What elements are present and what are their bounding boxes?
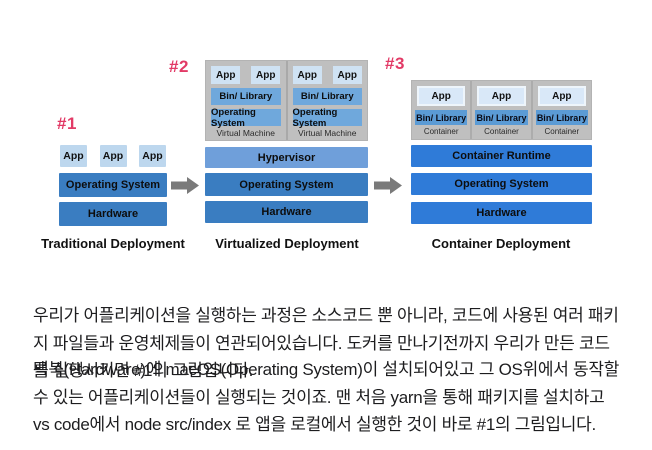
virtual-machine-label: Virtual Machine	[216, 128, 275, 138]
os-bar: Operating System	[59, 173, 167, 197]
os-bar: Operating System	[205, 173, 368, 196]
bin-library-bar: Bin/ Library	[292, 88, 362, 105]
diagram-marker-3: #3	[385, 54, 405, 73]
virtualized-deployment-title: Virtualized Deployment	[215, 236, 359, 251]
diagram-marker-2: #2	[169, 57, 189, 76]
container-deployment-title: Container Deployment	[431, 236, 571, 251]
app-box: App	[211, 66, 241, 84]
right-arrow-icon	[171, 177, 199, 194]
paragraph-1: 우리가 어플리케이션을 실행하는 과정은 소스코드 뿐 아니라, 코드에 사용된…	[33, 306, 619, 380]
bin-library-bar: Bin/ Library	[211, 88, 281, 105]
app-box: App	[332, 66, 362, 84]
container: App Bin/ Library Container	[412, 81, 470, 139]
container-runtime-bar: Container Runtime	[411, 145, 592, 167]
traditional-deployment-title: Traditional Deployment	[41, 236, 185, 251]
vm-apps-row: App App	[206, 66, 286, 84]
vm-apps-row: App App	[288, 66, 368, 84]
hypervisor-bar: Hypervisor	[205, 147, 368, 168]
container-group-box: App Bin/ Library Container App Bin/ Libr…	[411, 80, 592, 140]
os-bar: Operating System	[411, 173, 592, 195]
traditional-apps-row: App App App	[59, 145, 167, 167]
os-bar: Operating System	[211, 107, 281, 129]
container: App Bin/ Library Container	[470, 81, 530, 139]
app-box: App	[60, 145, 87, 167]
bin-library-bar: Bin/ Library	[535, 110, 588, 125]
app-box: App	[537, 86, 586, 106]
bin-library-bar: Bin/ Library	[475, 110, 528, 125]
app-box: App	[292, 66, 322, 84]
container-label: Container	[484, 127, 519, 136]
hardware-bar: Hardware	[59, 202, 167, 226]
app-box: App	[477, 86, 526, 106]
hardware-bar: Hardware	[205, 201, 368, 223]
app-box: App	[99, 145, 127, 167]
virtual-machine: App App Bin/ Library Operating System Vi…	[285, 61, 368, 140]
hardware-bar: Hardware	[411, 202, 592, 224]
app-box: App	[139, 145, 166, 167]
app-box: App	[251, 66, 281, 84]
right-arrow-icon	[374, 177, 402, 194]
container-label: Container	[423, 127, 459, 136]
virtual-machine: App App Bin/ Library Operating System Vi…	[206, 61, 286, 140]
virtual-machine-label: Virtual Machine	[298, 128, 357, 138]
container-label: Container	[544, 127, 580, 136]
app-box: App	[417, 86, 466, 106]
diagram-marker-1: #1	[57, 114, 77, 133]
vm-group-box: App App Bin/ Library Operating System Vi…	[205, 60, 368, 141]
paragraph-2: 맥북(Hardware)에 macOS(Operating System)이 설…	[33, 360, 620, 434]
container: App Bin/ Library Container	[530, 81, 591, 139]
os-bar: Operating System	[292, 107, 362, 129]
bin-library-bar: Bin/ Library	[415, 110, 468, 125]
